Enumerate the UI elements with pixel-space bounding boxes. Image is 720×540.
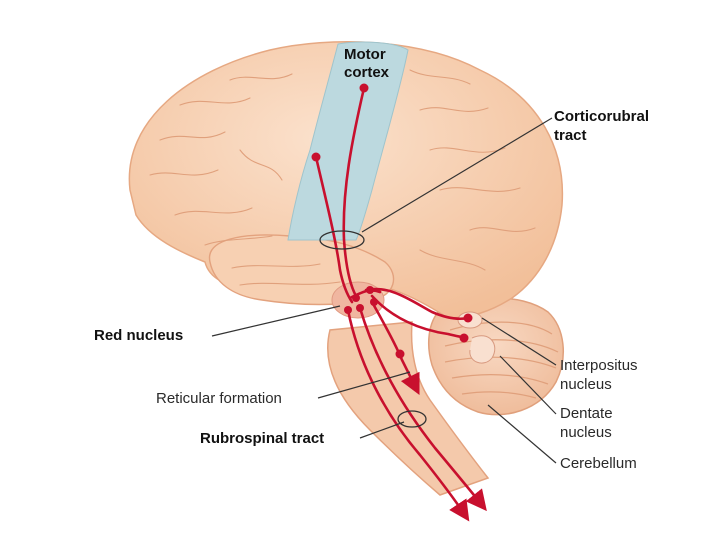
label-reticular-formation: Reticular formation [156, 390, 282, 407]
label-interpositus-line2: nucleus [560, 376, 612, 393]
label-dentate-line1: Dentate [560, 405, 613, 422]
leader-lines [211, 117, 557, 464]
rubrospinal-tract [346, 306, 487, 522]
tract-origin-dots [311, 83, 473, 359]
corticorubral-tract [314, 86, 366, 304]
reticular-tract [370, 300, 420, 395]
cerebellum-folia [444, 321, 559, 399]
label-corticorubral-line1: Corticorubral [554, 108, 650, 125]
dentate-nucleus-shape [469, 335, 496, 364]
label-red-nucleus: Red nucleus [94, 327, 184, 344]
label-dentate-line2: nucleus [560, 424, 612, 441]
label-corticorubral-line2: tract [554, 127, 587, 144]
gyri-detail [149, 69, 536, 286]
label-rubrospinal-tract: Rubrospinal tract [200, 430, 325, 447]
label-cerebellum: Cerebellum [560, 455, 637, 472]
motor-cortex-region [287, 41, 409, 241]
corticorubral-marker-ellipse [319, 230, 365, 250]
rubrospinal-marker-ellipse [397, 410, 427, 428]
label-motor-cortex-line1: Motor [344, 46, 386, 63]
label-motor-cortex-line2: cortex [344, 64, 390, 81]
label-interpositus-line1: Interpositus [560, 357, 638, 374]
